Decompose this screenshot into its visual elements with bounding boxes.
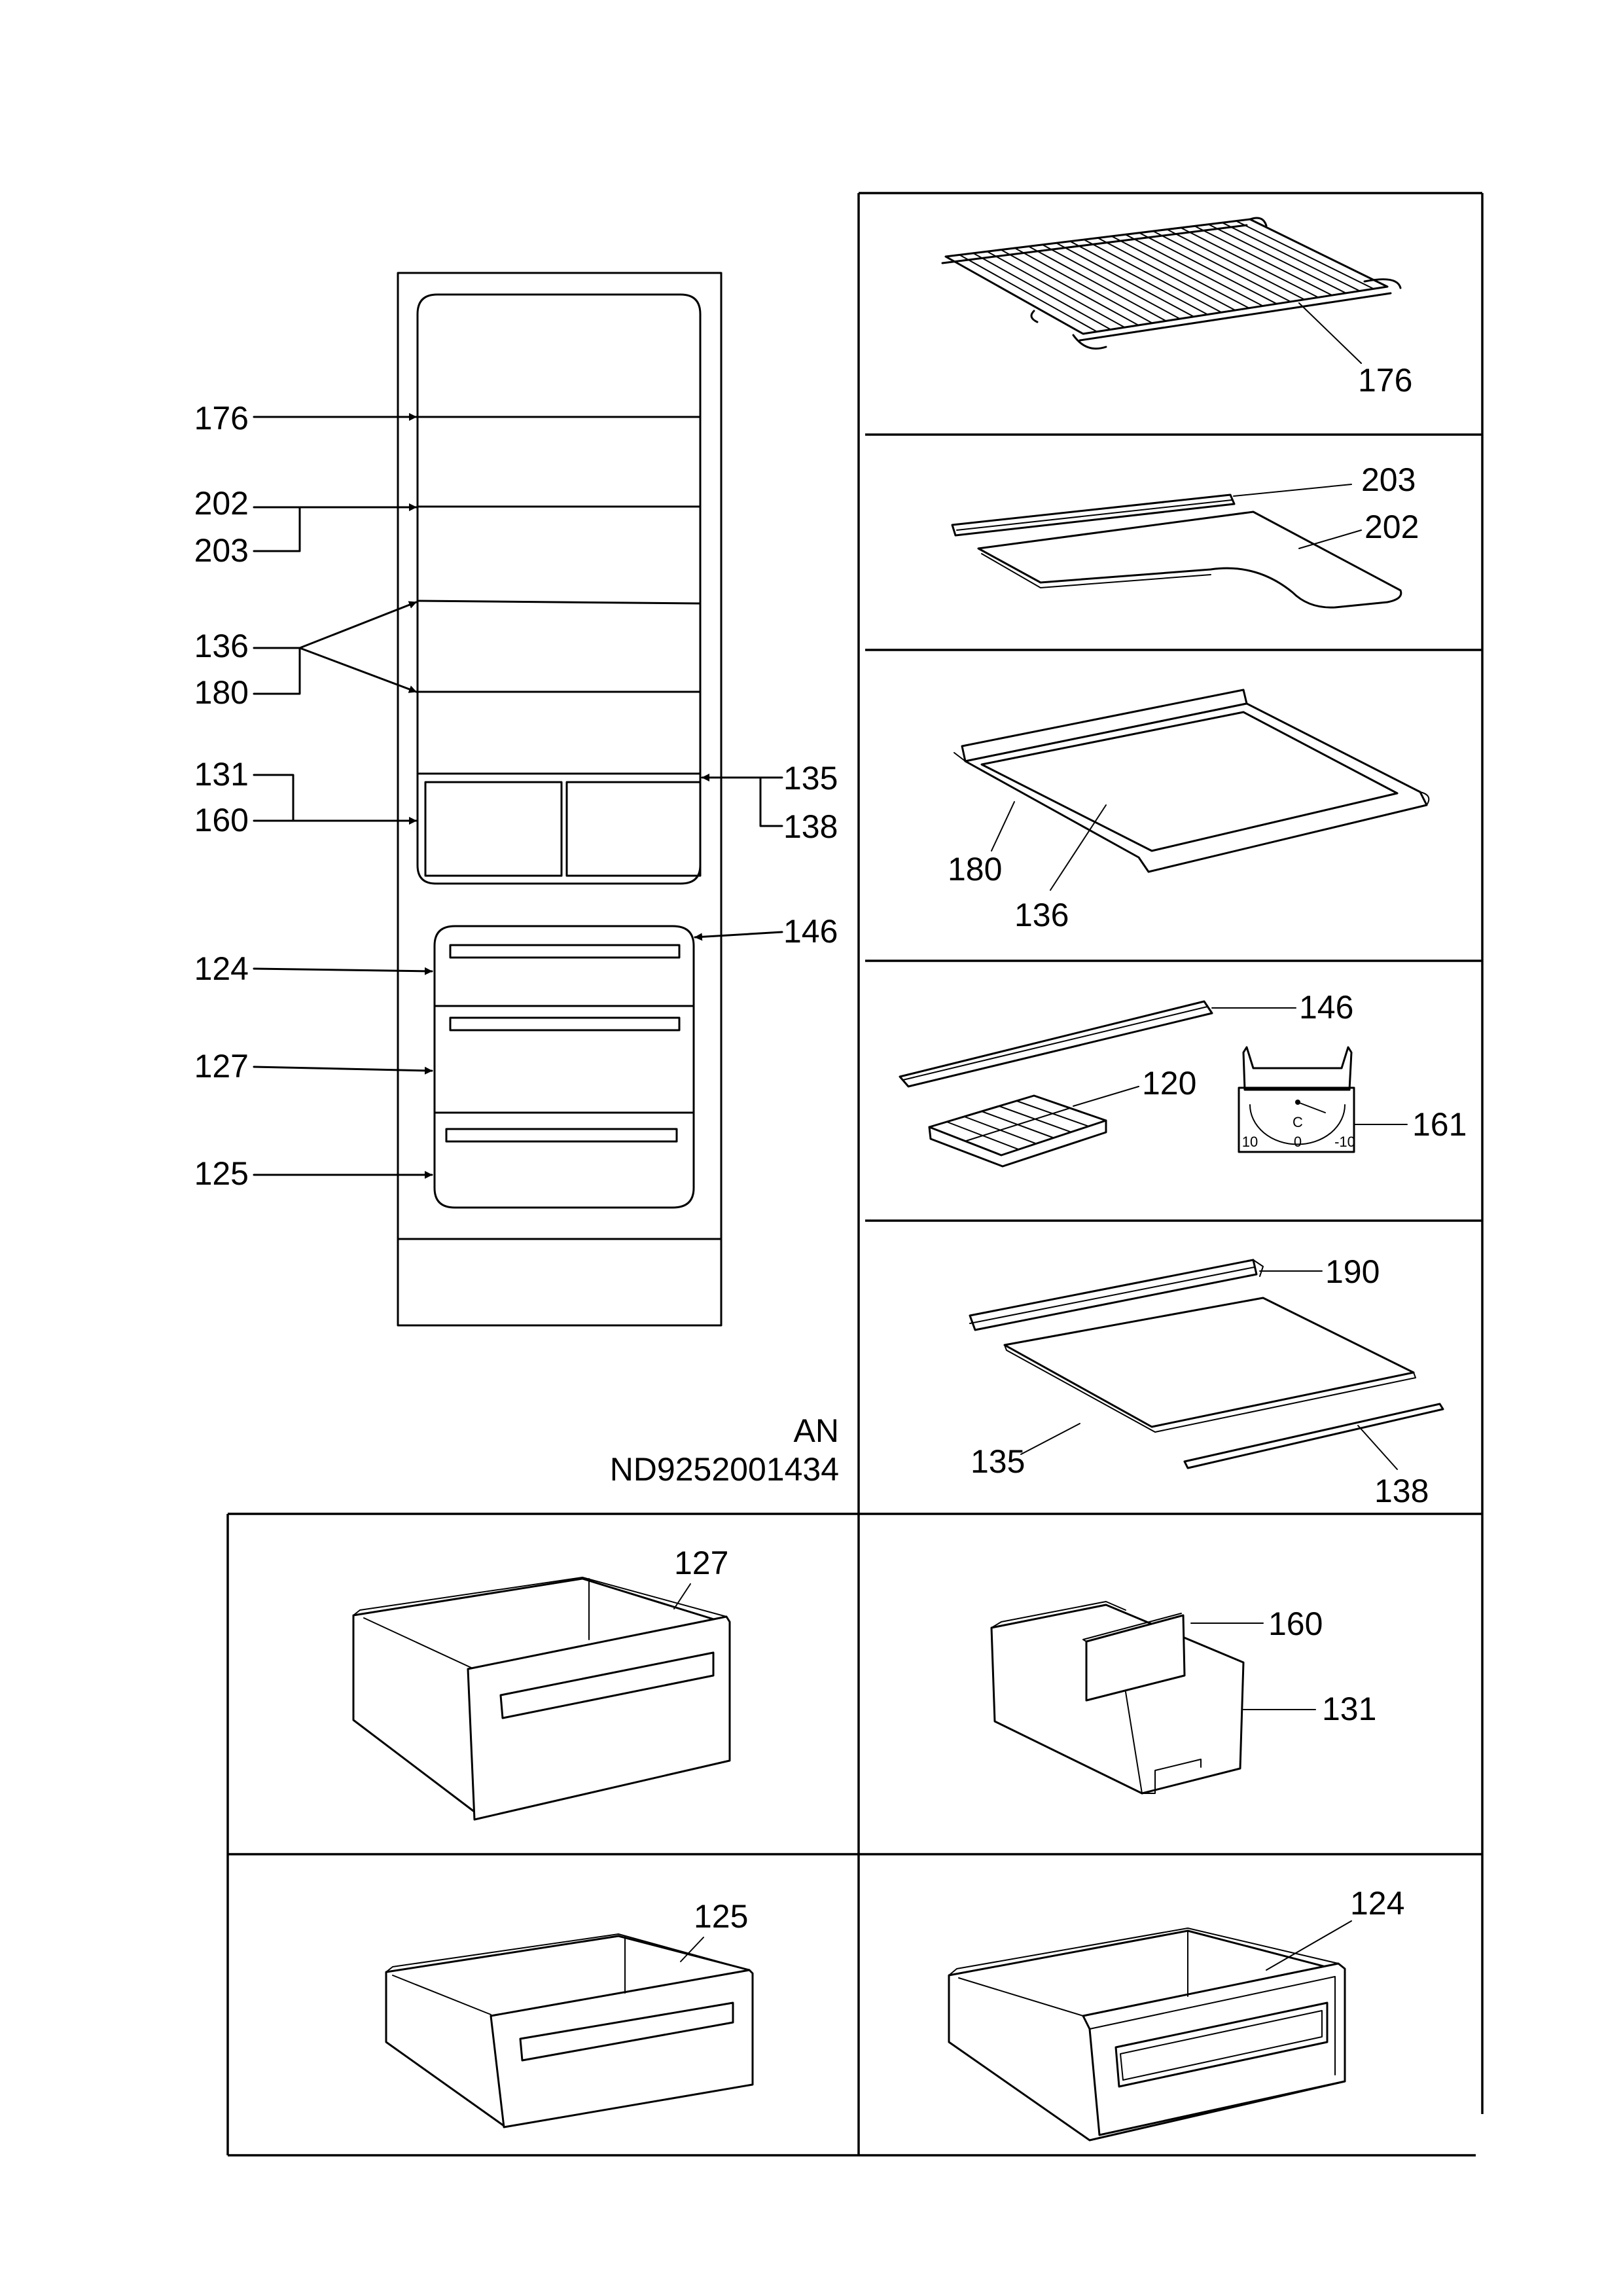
label-138: 138 — [783, 808, 838, 845]
wire-bar — [1180, 226, 1319, 298]
code-line-2: ND9252001434 — [610, 1451, 839, 1488]
thermo-scale-low: -10 — [1334, 1134, 1355, 1150]
panel-crisper-cover: 190 135 138 — [969, 1253, 1444, 1509]
wire-bar — [1083, 239, 1222, 314]
panel-glass-shelf: 180 136 — [948, 689, 1430, 933]
thermo-unit: C — [1293, 1114, 1303, 1130]
wire-bar — [972, 252, 1112, 331]
wire-bar — [1138, 232, 1277, 305]
label-131-detail: 131 — [1322, 1691, 1376, 1727]
label-124-detail: 124 — [1350, 1885, 1404, 1922]
wire-bar — [1111, 235, 1250, 309]
wire-bar — [1000, 249, 1139, 326]
wire-bar — [945, 256, 1084, 334]
label-176: 176 — [194, 400, 249, 437]
label-125: 125 — [194, 1155, 249, 1192]
label-136-detail: 136 — [1014, 897, 1069, 933]
label-127-detail: 127 — [674, 1545, 728, 1581]
wire-bar — [986, 251, 1126, 329]
label-127: 127 — [194, 1048, 249, 1085]
wire-bar — [1249, 219, 1388, 287]
label-136: 136 — [194, 628, 249, 664]
label-161-detail: 161 — [1412, 1106, 1467, 1143]
wire-bar — [1027, 245, 1167, 322]
label-180: 180 — [194, 674, 249, 711]
label-146: 146 — [783, 913, 838, 950]
panel-frames — [226, 192, 1484, 2157]
label-120-detail: 120 — [1142, 1065, 1196, 1102]
label-131: 131 — [194, 756, 249, 793]
wire-bar — [1097, 237, 1236, 311]
crisper-divider — [1085, 1614, 1186, 1702]
panel-drawer-124: 124 — [948, 1885, 1404, 2142]
drawer-front — [490, 1969, 754, 2128]
panel-wire-shelf: 176 — [941, 217, 1412, 399]
panel-accessories: 146 120 C 10 0 -10 161 — [899, 989, 1467, 1168]
wire-bar — [1014, 247, 1153, 324]
wire-bar — [1221, 222, 1361, 292]
label-180-detail: 180 — [948, 851, 1002, 888]
panel-drawer-127: 127 — [352, 1545, 731, 1821]
overview-labels: 176 202 203 136 180 131 160 135 138 146 … — [194, 400, 838, 1192]
code-line-1: AN — [794, 1412, 839, 1449]
wire-bar — [959, 254, 1098, 332]
cabinet-overview — [397, 272, 722, 1327]
label-135: 135 — [783, 760, 838, 797]
wire-bar — [1194, 225, 1333, 296]
wire-bar — [1041, 243, 1181, 320]
label-202: 202 — [194, 485, 249, 522]
label-138-detail: 138 — [1374, 1473, 1429, 1509]
overview-leaders — [253, 413, 783, 1179]
label-176-detail: 176 — [1358, 362, 1412, 399]
document-code: AN ND9252001434 — [610, 1412, 839, 1488]
label-160-detail: 160 — [1268, 1605, 1323, 1642]
cover-front-strip — [1183, 1403, 1444, 1469]
thermo-scale-zero: 0 — [1294, 1134, 1302, 1150]
wire-bar — [1124, 234, 1264, 307]
label-160: 160 — [194, 802, 249, 838]
wire-bar — [1235, 220, 1374, 290]
label-203-detail: 203 — [1361, 461, 1416, 498]
wire-bar — [1152, 230, 1292, 302]
wire-shelf — [941, 217, 1402, 350]
flap-strip — [899, 1000, 1213, 1088]
thermometer: C 10 0 -10 — [1238, 1046, 1355, 1153]
wire-bar — [1166, 228, 1306, 300]
panel-drawer-125: 125 — [385, 1898, 754, 2128]
label-202-detail: 202 — [1364, 509, 1419, 545]
label-125-detail: 125 — [694, 1898, 748, 1935]
ice-cube-tray — [928, 1094, 1107, 1168]
thermo-scale-high: 10 — [1242, 1134, 1258, 1150]
tray-divider — [965, 1107, 1071, 1142]
cover-glass — [1003, 1297, 1415, 1428]
wire-bar — [1069, 240, 1209, 315]
panel-crisper-box: 160 131 — [990, 1601, 1376, 1795]
label-124: 124 — [194, 950, 249, 987]
label-146-detail: 146 — [1299, 989, 1353, 1026]
half-shelf — [977, 511, 1402, 609]
wire-bar — [1056, 242, 1195, 317]
panel-half-shelf: 203 202 — [951, 461, 1419, 609]
label-135-detail: 135 — [971, 1443, 1025, 1480]
drawer-front — [467, 1615, 731, 1821]
label-190-detail: 190 — [1325, 1253, 1380, 1290]
label-203: 203 — [194, 532, 249, 569]
wire-bar — [1207, 223, 1347, 294]
